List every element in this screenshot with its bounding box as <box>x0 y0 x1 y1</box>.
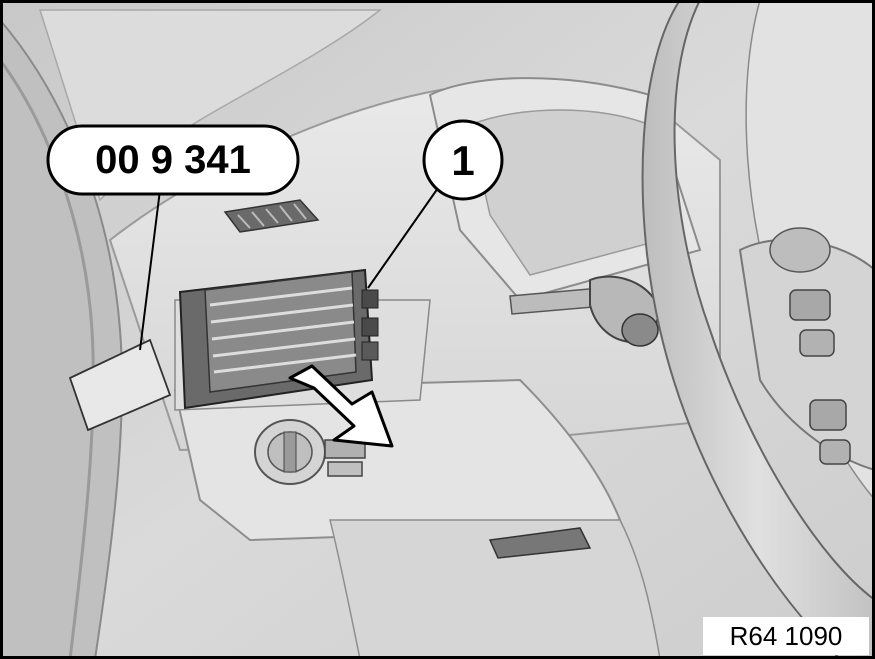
steering-wheel <box>641 0 875 659</box>
air-vent <box>178 268 379 410</box>
light-switch-knob <box>254 419 366 485</box>
removal-arrow <box>288 364 394 448</box>
turn-signal-stalk <box>509 275 660 347</box>
tool-callout-label: 00 9 341 <box>95 138 251 182</box>
tool-callout-box <box>46 124 300 196</box>
part-leader-line <box>367 187 439 289</box>
a-pillar <box>0 18 123 659</box>
part-callout-circle <box>422 119 504 201</box>
door-frame-edge <box>0 59 95 659</box>
special-tool <box>68 338 172 432</box>
part-callout-label: 1 <box>451 137 474 184</box>
footwell-vent <box>488 527 592 559</box>
reference-code-box <box>703 617 869 655</box>
reference-code-label: R64 1090 <box>730 621 843 651</box>
tool-leader-line <box>139 189 161 351</box>
defroster-vent <box>223 199 320 233</box>
